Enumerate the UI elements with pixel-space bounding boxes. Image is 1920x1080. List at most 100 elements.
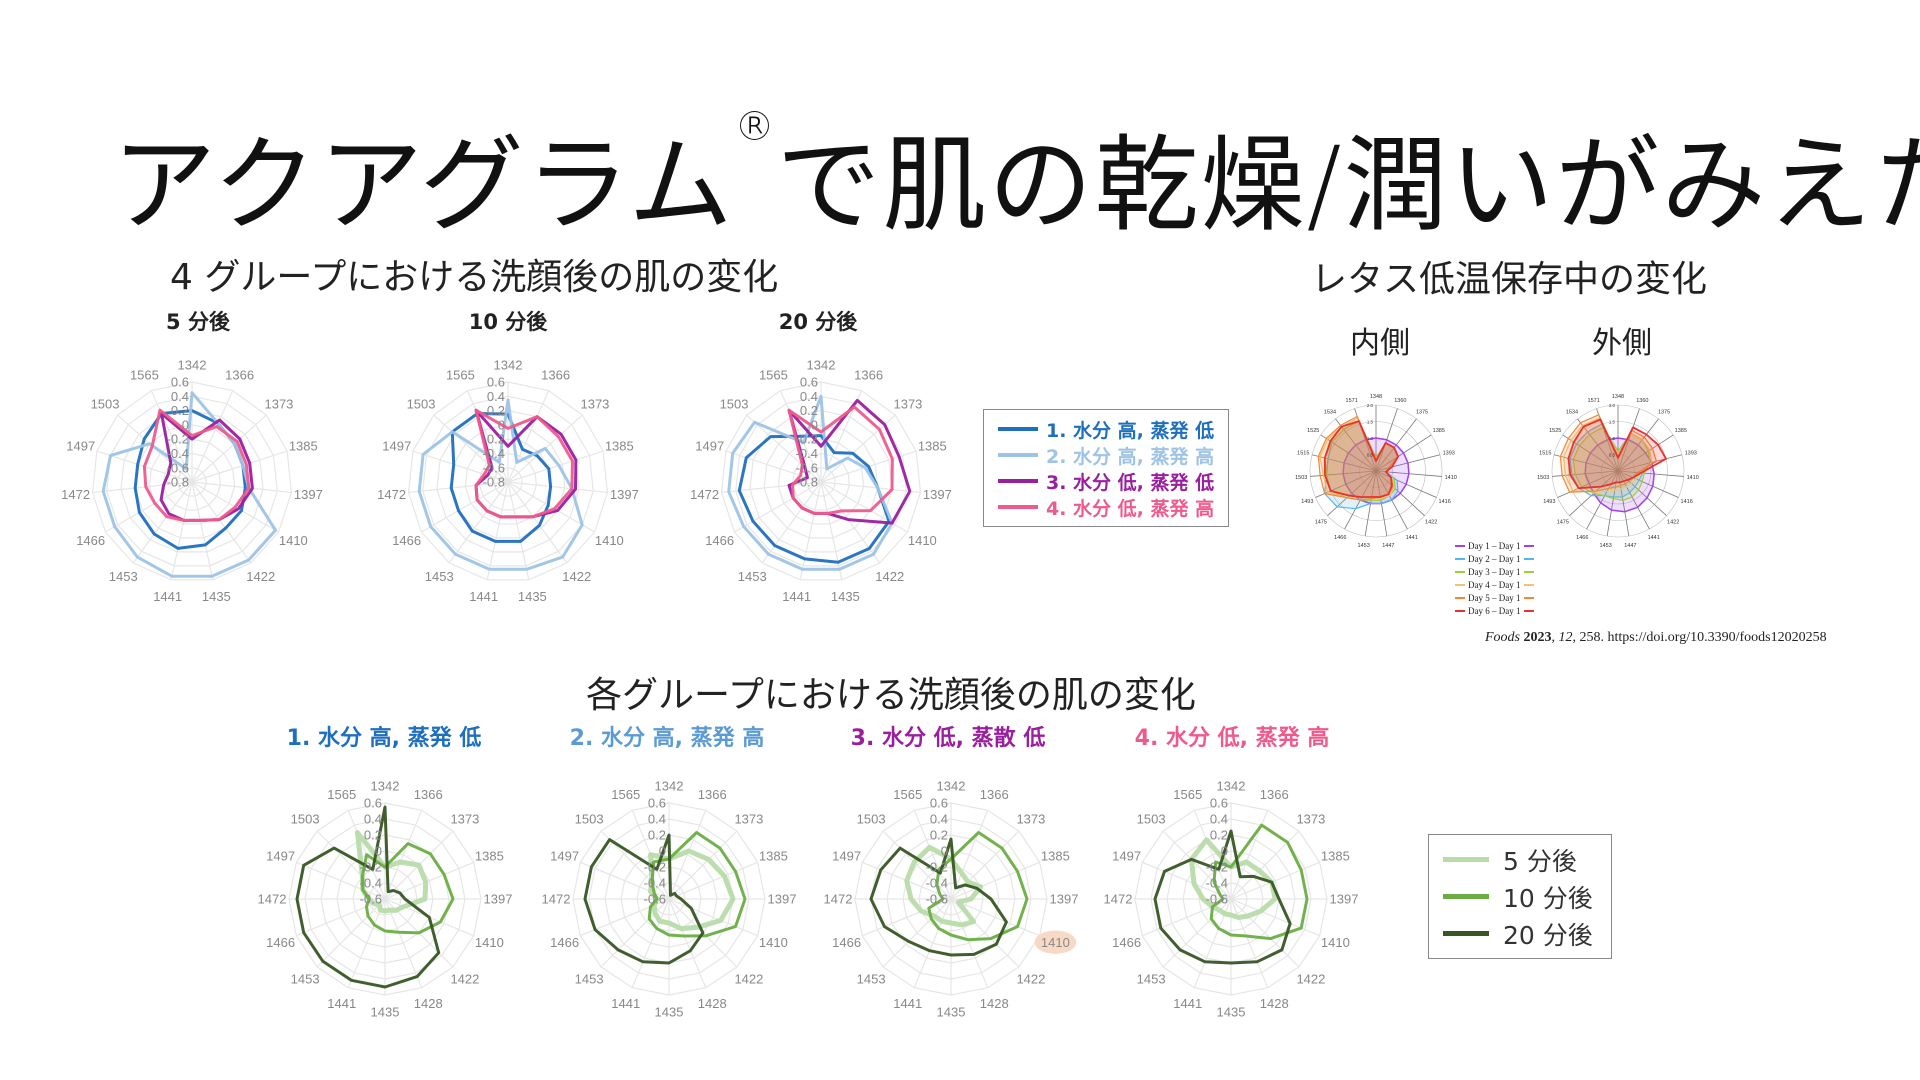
axis-spoke <box>1617 470 1667 516</box>
tick-label: 0.6 <box>1210 796 1228 811</box>
axis-label: 1342 <box>937 779 966 794</box>
series-line <box>737 434 891 564</box>
axis-label: 1497 <box>382 438 411 453</box>
axis-label: 1385 <box>289 438 318 453</box>
axis-spoke <box>950 898 1040 937</box>
legend-swatch <box>998 505 1038 509</box>
legend-swatch <box>1523 570 1534 573</box>
legend-swatch <box>1523 596 1534 599</box>
axis-label: 1360 <box>1636 398 1648 404</box>
legend-item-10min: 10 分後 <box>1443 878 1597 915</box>
axis-label: 1385 <box>475 848 504 863</box>
axis-label: 1534 <box>1324 410 1336 416</box>
axis-spoke <box>913 810 952 900</box>
legend-label: 10 分後 <box>1503 883 1593 913</box>
axis-label: 1525 <box>1549 428 1561 434</box>
group-legend: 1. 水分 高, 蒸発 低 2. 水分 高, 蒸発 高 3. 水分 低, 蒸発 … <box>983 409 1230 527</box>
legend-item-day5: Day 5 – Day 1 <box>1452 591 1537 604</box>
axis-label: 1422 <box>246 569 275 584</box>
legend-swatch <box>1455 583 1465 586</box>
grid-ring <box>148 438 236 525</box>
axis-label: 1397 <box>768 892 797 907</box>
legend-swatch <box>1455 544 1465 547</box>
axis-label: 1472 <box>542 892 571 907</box>
axis-label: 1497 <box>1112 848 1141 863</box>
axis-label: 1410 <box>1687 475 1699 481</box>
series-line <box>1562 417 1653 493</box>
series-line <box>727 394 894 571</box>
legend-label: 20 分後 <box>1503 920 1593 950</box>
tick-label: 0.2 <box>930 828 948 843</box>
series-line <box>647 831 747 938</box>
axis-label: 1453 <box>1358 543 1370 549</box>
legend-item-group2: 2. 水分 高, 蒸発 高 <box>998 442 1214 468</box>
axis-label: 1416 <box>1439 499 1451 505</box>
tick-label: -0.2 <box>644 860 666 875</box>
grid-ring <box>134 424 250 539</box>
series-line <box>1559 414 1657 493</box>
tick-label: -0.8 <box>483 475 505 490</box>
tick-label: 0.2 <box>800 403 818 418</box>
axis-label: 1565 <box>446 368 475 383</box>
axis-label: 1410 <box>475 935 504 950</box>
time-legend: 5 分後 10 分後 20 分後 <box>1428 834 1612 959</box>
tick-label: 2.0 <box>1367 403 1374 408</box>
axis-label: 1342 <box>494 358 523 373</box>
axis-label: 1422 <box>1667 520 1679 526</box>
axis-spoke <box>1230 898 1300 968</box>
series-line <box>1567 418 1667 490</box>
tick-label: 1.0 <box>1367 436 1374 441</box>
axis-label: 1410 <box>595 533 624 548</box>
axis-label: 1571 <box>1346 398 1358 404</box>
citation-volume: 12 <box>1558 630 1573 645</box>
slide-title: アクアグラム®で肌の乾燥/潤いがみえた <box>112 100 1920 251</box>
axis-label: 1397 <box>1330 892 1359 907</box>
series-line <box>583 833 705 965</box>
legend-item-day1: Day 1 – Day 1 <box>1452 539 1537 552</box>
axis-spoke <box>170 481 193 580</box>
tick-label: 0.5 <box>1609 452 1616 457</box>
axis-label: 1428 <box>980 996 1009 1011</box>
axis-spoke <box>746 414 822 483</box>
axis-label: 1497 <box>550 848 579 863</box>
axis-label: 1503 <box>720 396 749 411</box>
grid-ring <box>763 424 879 539</box>
legend-label: Day 6 – Day 1 <box>1468 605 1521 616</box>
tick-label: -0.4 <box>644 876 666 891</box>
axis-label: 1435 <box>371 1005 400 1020</box>
legend-item-5min: 5 分後 <box>1443 841 1597 878</box>
axis-label: 1422 <box>1296 971 1325 986</box>
axis-spoke <box>1586 470 1619 530</box>
axis-spoke <box>668 830 738 900</box>
axis-spoke <box>950 861 1040 900</box>
legend-item-day6: Day 6 – Day 1 <box>1452 604 1537 617</box>
tick-label: 0 <box>498 417 505 432</box>
axis-label: 1348 <box>1612 394 1624 400</box>
grid-ring <box>791 452 851 511</box>
tick-label: 0.2 <box>364 828 382 843</box>
axis-spoke <box>1230 898 1269 988</box>
axis-label: 1472 <box>1104 892 1133 907</box>
axis-label: 1385 <box>605 438 634 453</box>
citation-rest: , 258. https://doi.org/10.3390/foods1202… <box>1572 630 1827 645</box>
chart-title-10min: 10 分後 <box>468 310 548 334</box>
axis-label: 1503 <box>291 812 320 827</box>
axis-spoke <box>1162 830 1232 900</box>
axis-label: 1466 <box>550 935 579 950</box>
tick-label: 0 <box>811 417 818 432</box>
tick-label: -0.2 <box>1206 860 1228 875</box>
axis-label: 1503 <box>575 812 604 827</box>
radar-chart-lettuce-inner: 1348136013751385139314101416142214411447… <box>1295 394 1457 549</box>
tick-label: 0.4 <box>648 812 666 827</box>
legend-swatch <box>1455 570 1465 573</box>
axis-label: 1466 <box>266 935 295 950</box>
grid-ring <box>162 452 222 511</box>
axis-label: 1565 <box>130 368 159 383</box>
axis-label: 1373 <box>264 396 293 411</box>
radar-chart-lettuce-outer: 1348136013751385139314101416142214411447… <box>1537 394 1699 549</box>
axis-label: 1385 <box>918 438 947 453</box>
radar-chart-group4: 1342136613731385139714101422142814351441… <box>1104 779 1359 1020</box>
axis-label: 1441 <box>611 996 640 1011</box>
tick-label: 0.4 <box>930 812 948 827</box>
tick-label: 1.5 <box>1367 419 1374 424</box>
